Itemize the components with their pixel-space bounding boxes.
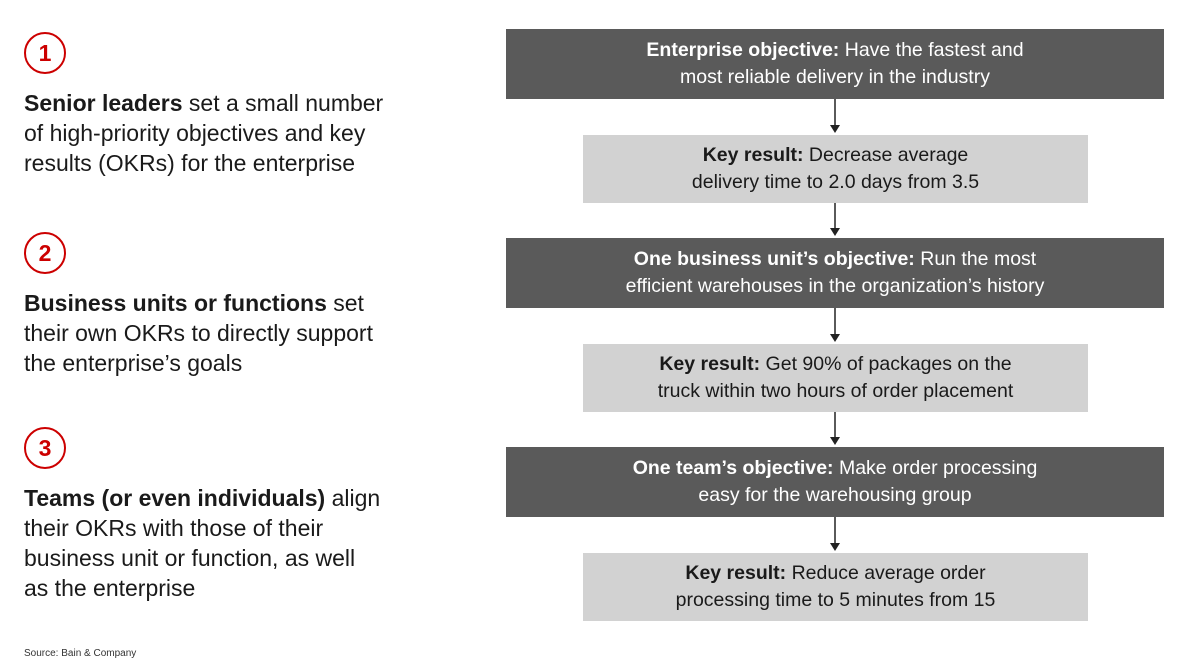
step-text-line: the enterprise’s goals (24, 350, 243, 376)
arrow-head-icon (830, 125, 840, 133)
step-text-line: align (325, 485, 381, 511)
key-result-box: Key result: Get 90% of packages on the t… (583, 344, 1088, 412)
step-number-badge: 1 (24, 32, 66, 74)
key-result-box: Key result: Reduce average order process… (583, 553, 1088, 621)
step-text-line: business unit or function, as well (24, 545, 356, 571)
box-text: delivery time to 2.0 days from 3.5 (691, 171, 980, 193)
step-text-line: of high-priority objectives and key (24, 120, 366, 146)
step-text-line: as the enterprise (24, 575, 196, 601)
arrow-head-icon (830, 437, 840, 445)
box-label: Enterprise objective: (646, 39, 840, 61)
arrow-head-icon (830, 228, 840, 236)
step-highlight: Business units or functions (24, 290, 327, 316)
step-text-line: set (326, 290, 364, 316)
step-highlight: Senior leaders (24, 90, 183, 116)
box-label: One business unit’s objective: (633, 248, 915, 270)
box-label: Key result: (685, 562, 787, 584)
step-text-line: their OKRs with those of their (24, 515, 324, 541)
box-text: easy for the warehousing group (698, 484, 972, 506)
box-label: Key result: (659, 353, 761, 375)
box-text: Get 90% of packages on the (760, 353, 1012, 375)
box-text: Run the most (914, 248, 1037, 270)
arrow-head-icon (830, 334, 840, 342)
step-2: 2 Business units or functions set their … (24, 232, 444, 378)
step-text-line: set a small number (188, 90, 384, 116)
team-objective-box: One team’s objective: Make order process… (506, 447, 1164, 517)
step-highlight: Teams (or even individuals) (24, 485, 326, 511)
enterprise-objective-box: Enterprise objective: Have the fastest a… (506, 29, 1164, 99)
box-text: efficient warehouses in the organization… (625, 275, 1045, 297)
box-text: Decrease average (803, 144, 969, 166)
box-text: most reliable delivery in the industry (680, 66, 990, 88)
arrow-head-icon (830, 543, 840, 551)
box-text: Make order processing (833, 457, 1038, 479)
box-label: One team’s objective: (632, 457, 834, 479)
step-description: Senior leaders set a small number of hig… (24, 88, 444, 178)
key-result-box: Key result: Decrease average delivery ti… (583, 135, 1088, 203)
box-text: Reduce average order (786, 562, 986, 584)
step-description: Business units or functions set their ow… (24, 288, 444, 378)
step-1: 1 Senior leaders set a small number of h… (24, 32, 444, 178)
step-text-line: results (OKRs) for the enterprise (24, 150, 356, 176)
step-number-badge: 2 (24, 232, 66, 274)
box-text: processing time to 5 minutes from 15 (675, 589, 996, 611)
business-unit-objective-box: One business unit’s objective: Run the m… (506, 238, 1164, 308)
source-footnote: Source: Bain & Company (24, 648, 137, 659)
step-text-line: their own OKRs to directly support (24, 320, 373, 346)
box-text: truck within two hours of order placemen… (657, 380, 1014, 402)
step-3: 3 Teams (or even individuals) align thei… (24, 427, 444, 603)
step-description: Teams (or even individuals) align their … (24, 483, 444, 603)
step-number-badge: 3 (24, 427, 66, 469)
box-label: Key result: (702, 144, 804, 166)
box-text: Have the fastest and (839, 39, 1024, 61)
